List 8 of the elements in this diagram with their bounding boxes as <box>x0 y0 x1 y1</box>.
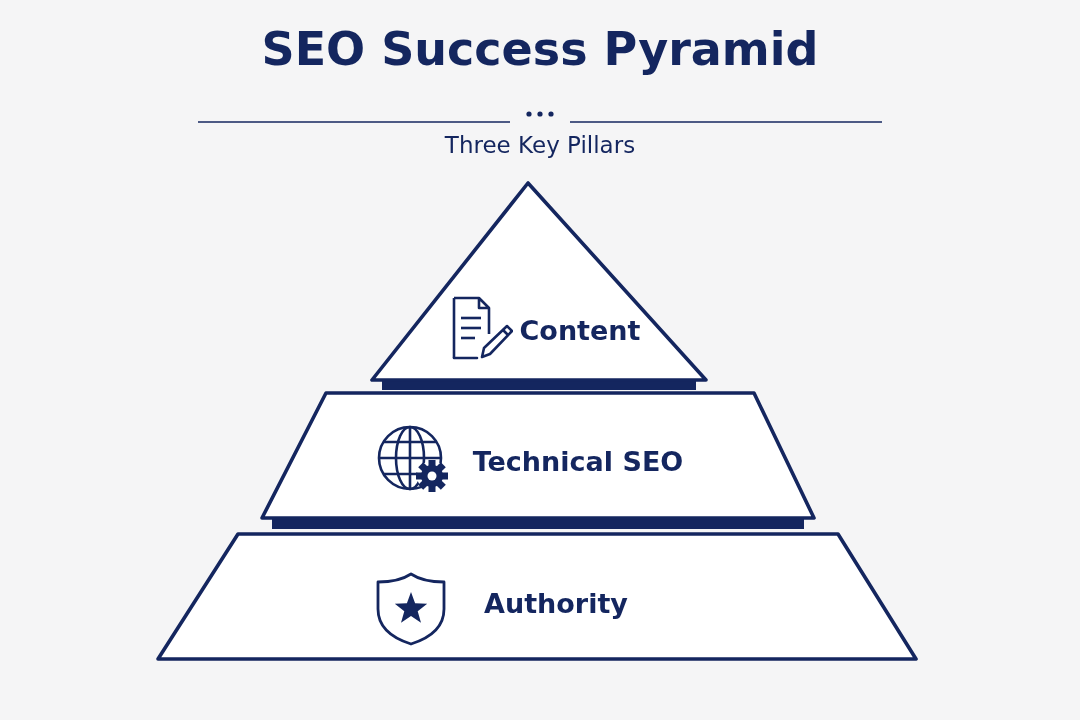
subtitle: Three Key Pillars <box>443 132 637 158</box>
pyramid-tier <box>259 390 819 531</box>
pyramid-tier <box>368 180 710 391</box>
tier-label: Content <box>519 314 641 346</box>
tier-label: Technical SEO <box>472 445 684 477</box>
diagram-title: SEO Success Pyramid <box>260 22 820 76</box>
tier-label: Authority <box>484 587 628 619</box>
pyramid-tier <box>155 531 921 662</box>
